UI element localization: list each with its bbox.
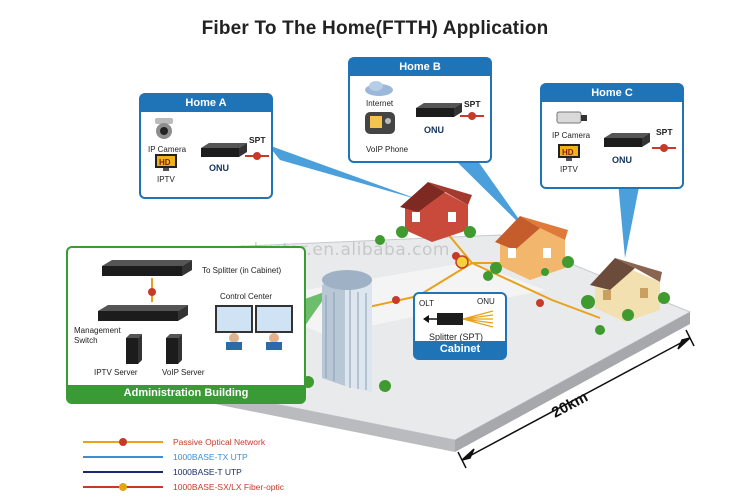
home-b-internet-label: Internet <box>366 99 393 108</box>
admin-box: To Splitter (in Cabinet) Management Swit… <box>66 246 306 404</box>
iptv-server-icon <box>124 332 144 366</box>
legend-label-tx-utp: 1000BASE-TX UTP <box>173 451 248 463</box>
home-a-spt-label: SPT <box>249 135 266 145</box>
home-b-box: Home B Internet VoIP Phone ONU SPT <box>348 57 492 163</box>
home-c-ip-camera-label: IP Camera <box>552 131 590 140</box>
voip-server-icon <box>164 332 184 366</box>
onu-device-icon <box>416 103 462 119</box>
legend-label-fiber: 1000BASE-SX/LX Fiber-optic <box>173 481 284 493</box>
spt-dot-icon <box>83 436 163 448</box>
legend-label-pon: Passive Optical Network <box>173 436 265 448</box>
management-switch-text: Management Switch <box>74 326 121 345</box>
management-switch-icon <box>98 305 188 325</box>
home-a-onu-label: ONU <box>209 163 229 173</box>
legend-row-t-utp: 1000BASE-T UTP <box>83 466 403 480</box>
olt-device-icon <box>102 260 192 280</box>
ip-camera-icon <box>556 109 590 127</box>
internet-cloud-icon <box>364 80 394 96</box>
home-a-box: Home A IP Camera HD IPTV ONU SPT <box>139 93 273 199</box>
voip-phone-icon <box>364 111 398 137</box>
splitter-icon <box>419 309 499 329</box>
admin-management-switch-label: Management Switch <box>74 326 121 346</box>
cabinet-title: Cabinet <box>415 341 505 358</box>
home-c-iptv-label: IPTV <box>560 165 578 174</box>
admin-voip-server-label: VoIP Server <box>162 368 205 377</box>
home-a-iptv-label: IPTV <box>157 175 175 184</box>
legend-row-pon: Passive Optical Network <box>83 436 403 450</box>
t-utp-line-icon <box>83 466 163 478</box>
onu-device-icon <box>201 143 247 159</box>
onu-device-icon <box>604 133 650 149</box>
svg-text:HD: HD <box>159 158 171 167</box>
admin-fiber-line <box>144 278 184 302</box>
svg-text:HD: HD <box>562 148 574 157</box>
home-c-spt-label: SPT <box>656 127 673 137</box>
tx-utp-line-icon <box>83 451 163 463</box>
control-center-monitors-icon <box>214 304 294 352</box>
home-c-title: Home C <box>542 85 682 102</box>
fiber-dot-icon <box>83 481 163 493</box>
legend-row-tx-utp: 1000BASE-TX UTP <box>83 451 403 465</box>
home-c-callout-wedge <box>618 182 640 258</box>
admin-to-splitter-label: To Splitter (in Cabinet) <box>202 266 281 275</box>
home-c-onu-label: ONU <box>612 155 632 165</box>
home-a-house <box>396 182 476 242</box>
iptv-icon: HD <box>556 143 584 163</box>
ip-camera-icon <box>151 116 179 140</box>
home-c-box: Home C IP Camera HD IPTV ONU SPT <box>540 83 684 189</box>
home-b-onu-label: ONU <box>424 125 444 135</box>
iptv-icon: HD <box>153 153 181 173</box>
spt-dot-icon <box>652 143 676 153</box>
spt-dot-icon <box>245 151 269 161</box>
cabinet-box: OLT ONU Splitter (SPT) Cabinet <box>413 292 507 360</box>
spt-dot-icon <box>460 111 484 121</box>
home-b-title: Home B <box>350 59 490 76</box>
home-b-spt-label: SPT <box>464 99 481 109</box>
home-a-title: Home A <box>141 95 271 112</box>
legend-label-t-utp: 1000BASE-T UTP <box>173 466 242 478</box>
home-b-voip-label: VoIP Phone <box>366 145 408 154</box>
admin-title: Administration Building <box>68 385 304 402</box>
legend-row-fiber: 1000BASE-SX/LX Fiber-optic <box>83 481 403 495</box>
admin-control-center-label: Control Center <box>220 292 272 301</box>
cabinet-olt-label: OLT <box>419 299 434 308</box>
admin-iptv-server-label: IPTV Server <box>94 368 138 377</box>
cabinet-onu-label: ONU <box>477 297 495 306</box>
